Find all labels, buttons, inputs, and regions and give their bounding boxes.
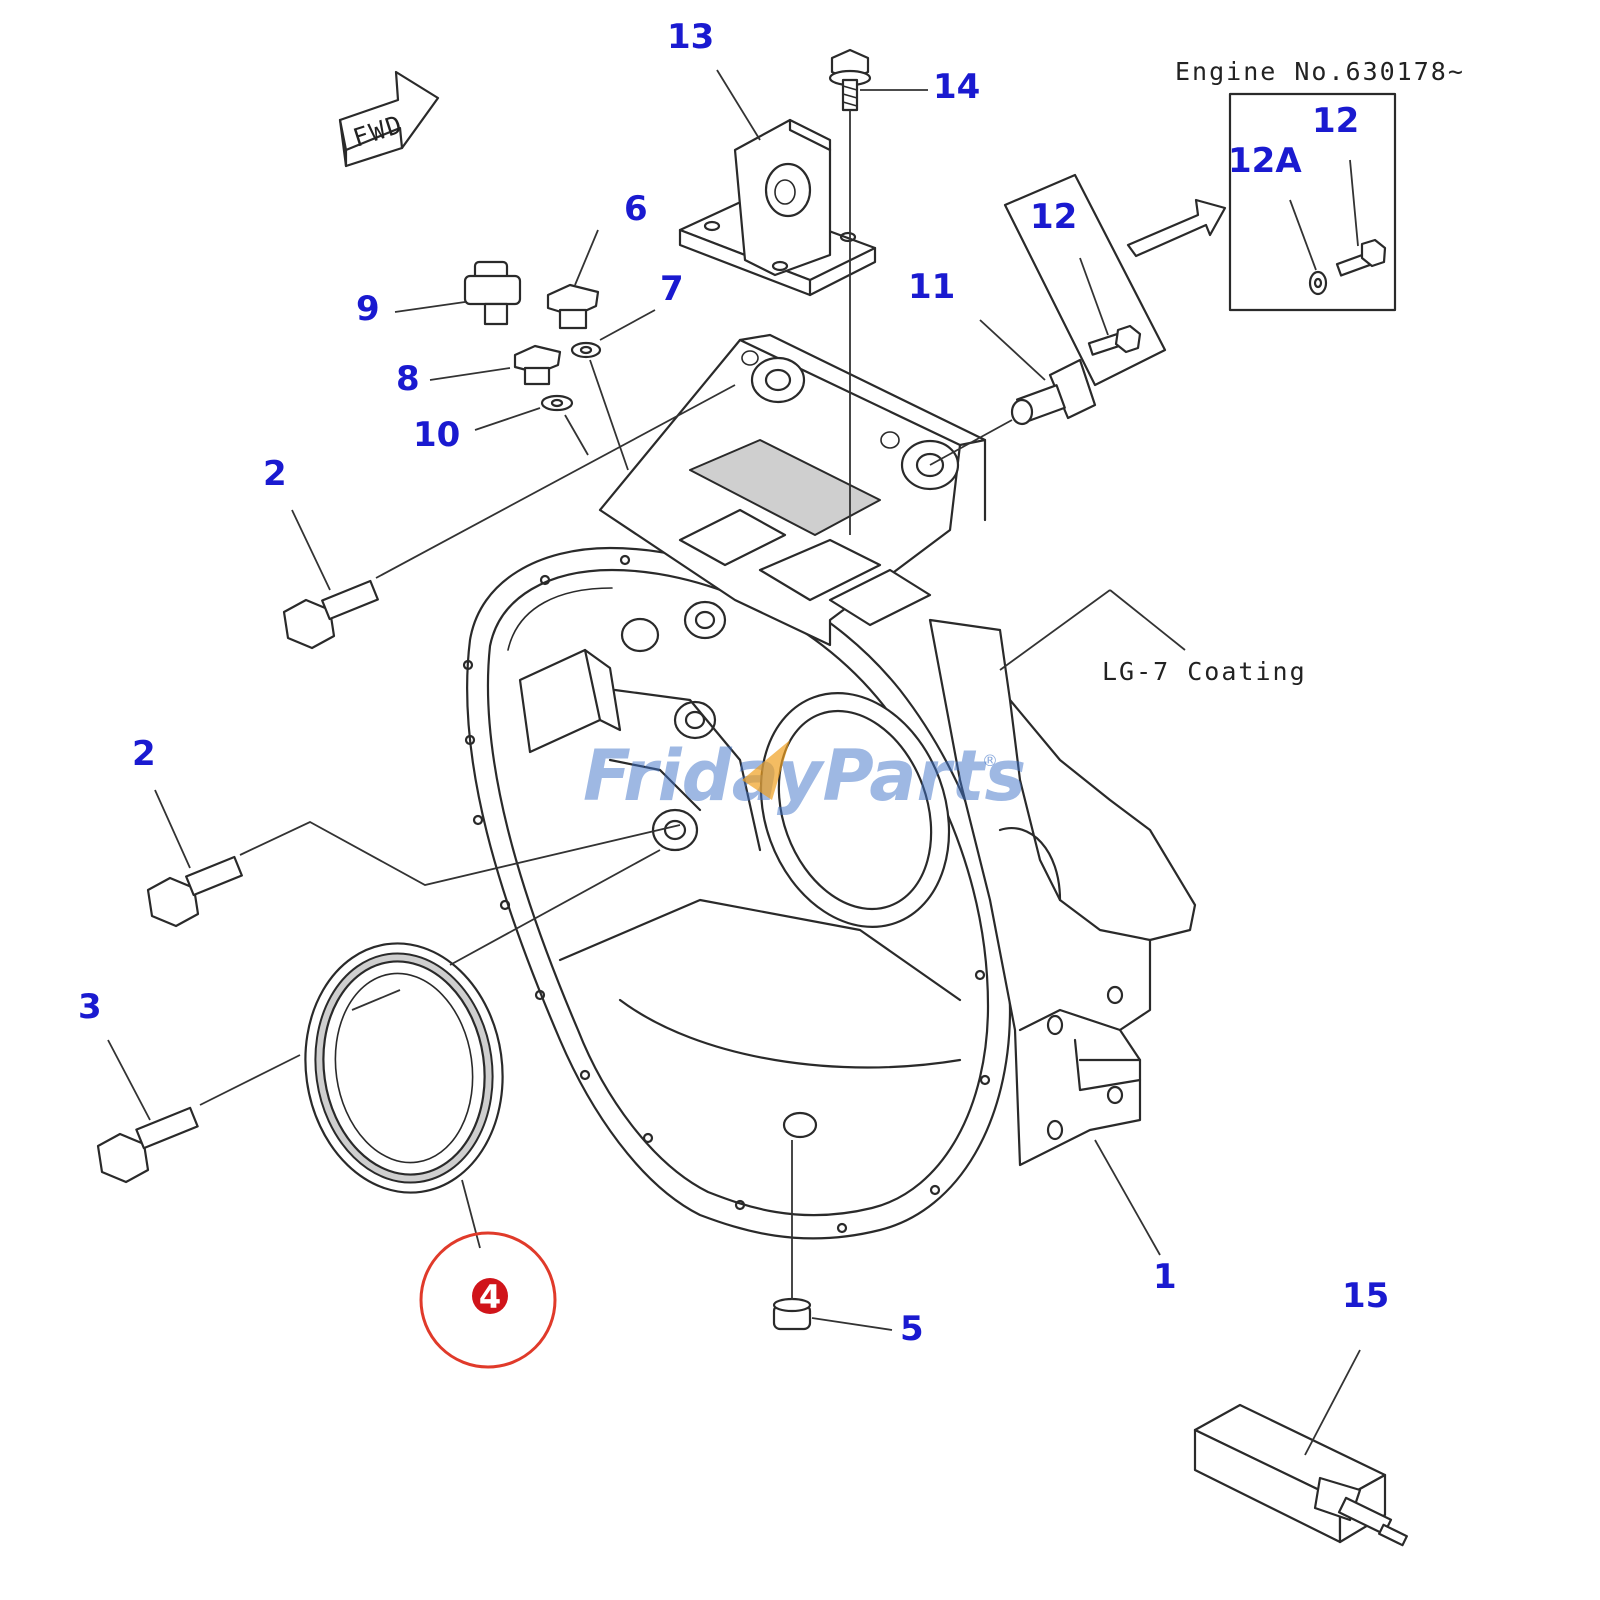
engine-number-note: Engine No.630178~ bbox=[1175, 57, 1465, 86]
callout-13: 13 bbox=[667, 17, 714, 57]
bolt-part-12 bbox=[1087, 324, 1142, 356]
callout-12-frame: 12 bbox=[1030, 197, 1077, 237]
flange-bolt-holes bbox=[462, 554, 991, 1234]
plug-part-5 bbox=[772, 1140, 812, 1331]
callout-6: 6 bbox=[624, 189, 648, 229]
bolt-part-2-upper bbox=[282, 384, 736, 650]
bolt-part-12-inset bbox=[1335, 238, 1387, 277]
watermark-part1: Friday bbox=[583, 735, 826, 817]
plug-part-8 bbox=[513, 344, 562, 386]
callout-12A: 12A bbox=[1228, 141, 1302, 181]
callout-10: 10 bbox=[413, 415, 460, 455]
washer-part-7 bbox=[570, 341, 602, 359]
washer-part-10 bbox=[540, 394, 574, 412]
plug-part-6 bbox=[546, 283, 600, 330]
callout-labels: 1 2 2 3 5 6 7 8 9 10 11 12 12 12A 13 14 … bbox=[78, 17, 1389, 1349]
highlight-part-4[interactable]: 4 bbox=[419, 1231, 557, 1369]
inset-frame-12 bbox=[1003, 173, 1167, 387]
plug-part-9 bbox=[463, 260, 522, 326]
callout-4: 4 bbox=[479, 1278, 501, 1316]
watermark-logo: FridayParts ® bbox=[583, 735, 1026, 817]
watermark-registered-mark: ® bbox=[982, 751, 998, 770]
callout-14: 14 bbox=[933, 67, 980, 107]
callout-11: 11 bbox=[908, 267, 955, 307]
watermark-swoosh-icon bbox=[742, 740, 790, 800]
flywheel-housing bbox=[462, 333, 1197, 1240]
tool-part-15 bbox=[1193, 1403, 1408, 1547]
bolt-part-3 bbox=[96, 1054, 301, 1184]
callout-2-lower: 2 bbox=[132, 734, 156, 774]
oil-seal-part-4 bbox=[304, 849, 661, 1249]
callout-1: 1 bbox=[1153, 1257, 1177, 1297]
fwd-arrow-icon: FWD bbox=[338, 70, 440, 168]
callout-15: 15 bbox=[1342, 1276, 1389, 1316]
callout-8: 8 bbox=[396, 359, 420, 399]
highlight-badge bbox=[472, 1278, 508, 1314]
bracket-part-13 bbox=[678, 118, 877, 297]
sensor-part-11 bbox=[929, 358, 1097, 466]
svg-text:FridayParts: FridayParts bbox=[583, 735, 1026, 817]
inset-frame-engine bbox=[1228, 92, 1397, 312]
coating-note: LG-7 Coating bbox=[1102, 657, 1307, 686]
washer-part-12A bbox=[1308, 270, 1328, 296]
callout-12-inset: 12 bbox=[1312, 101, 1359, 141]
arrow-to-inset bbox=[1126, 198, 1227, 258]
bolt-part-14 bbox=[828, 48, 872, 535]
callout-3: 3 bbox=[78, 987, 102, 1027]
bolt-part-2-lower bbox=[146, 820, 681, 928]
callout-leaders bbox=[107, 69, 1361, 1456]
callout-5: 5 bbox=[900, 1309, 924, 1349]
watermark-part2: Parts bbox=[822, 735, 1026, 817]
callout-9: 9 bbox=[356, 289, 380, 329]
callout-2-upper: 2 bbox=[263, 454, 287, 494]
callout-7: 7 bbox=[660, 269, 684, 309]
